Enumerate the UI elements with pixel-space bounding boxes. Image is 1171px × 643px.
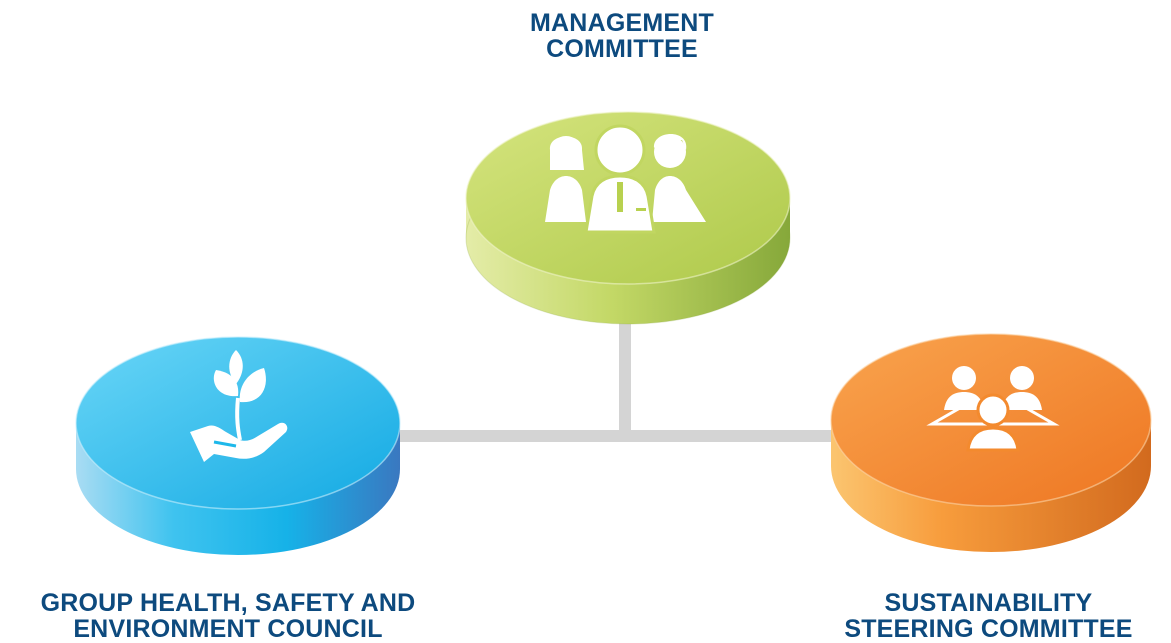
- management-committee-label: MANAGEMENT COMMITTEE: [442, 10, 802, 62]
- hse-council-label-line-2: ENVIRONMENT COUNCIL: [73, 615, 383, 643]
- sustainability-committee-label: SUSTAINABILITY STEERING COMMITTEE: [806, 590, 1171, 642]
- connector-lines: [395, 315, 845, 442]
- connector-horizontal: [395, 430, 845, 442]
- management-committee-label-line-2: COMMITTEE: [546, 35, 698, 63]
- team-people-icon: [545, 124, 706, 234]
- hand-plant-icon: [190, 350, 288, 462]
- sustainability-committee-label-line-1: SUSTAINABILITY: [884, 589, 1093, 617]
- sustainability-committee-disc: [830, 333, 1152, 552]
- hse-council-label-line-1: GROUP HEALTH, SAFETY AND: [40, 589, 416, 617]
- meeting-people-icon: [926, 366, 1060, 452]
- management-committee-label-line-1: MANAGEMENT: [530, 9, 714, 37]
- sustainability-committee-label-line-2: STEERING COMMITTEE: [844, 615, 1133, 643]
- connector-vertical: [619, 315, 631, 439]
- hse-council-label: GROUP HEALTH, SAFETY AND ENVIRONMENT COU…: [0, 590, 456, 642]
